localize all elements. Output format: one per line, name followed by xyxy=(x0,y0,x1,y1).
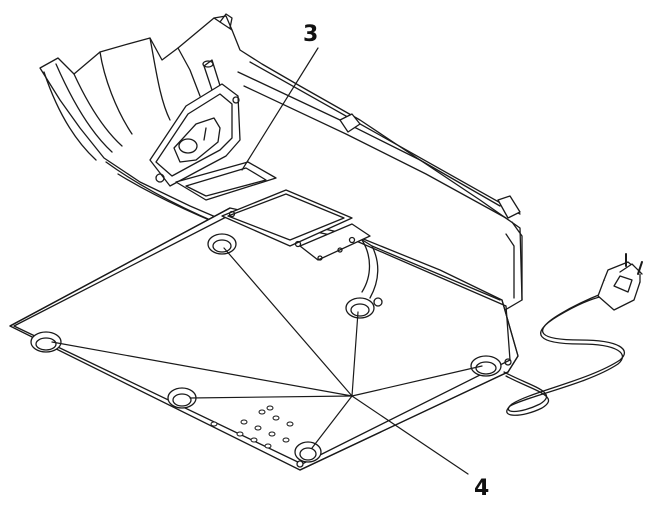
base-plate xyxy=(9,189,519,471)
switch-panel xyxy=(149,83,241,187)
callout-3: 3 xyxy=(303,22,319,47)
vent-holes xyxy=(210,405,294,449)
appliance-housing xyxy=(39,13,523,311)
plug-icon xyxy=(597,253,643,311)
rating-label-area xyxy=(175,161,277,201)
callout-4: 4 xyxy=(474,476,490,501)
power-cord xyxy=(503,291,626,416)
leader-lines xyxy=(51,47,483,475)
rubber-feet xyxy=(30,233,502,468)
power-switch-icon xyxy=(178,138,198,154)
